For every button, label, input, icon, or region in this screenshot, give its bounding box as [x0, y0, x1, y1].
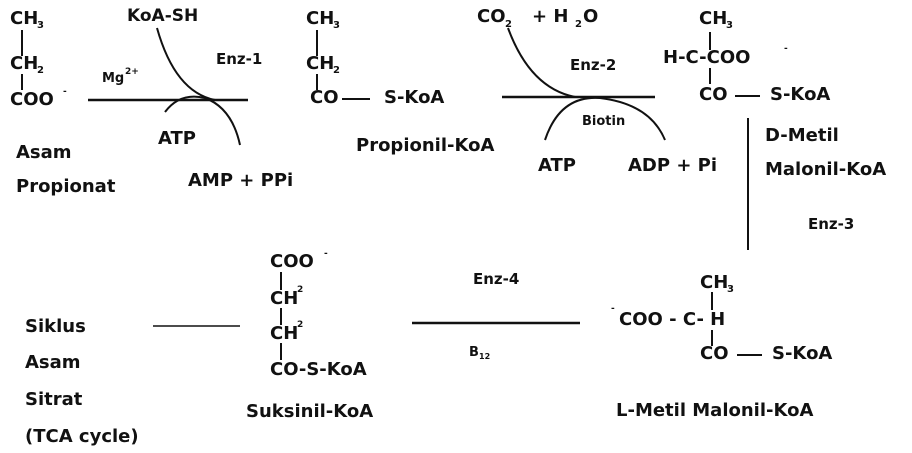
step4-cofactor: B	[469, 345, 479, 360]
step2-biotin: Biotin	[582, 114, 626, 129]
step2-products: ADP + Pi	[628, 155, 718, 176]
step1-koa-arc	[156, 27, 216, 101]
succinyl-co-skoa: CO-S-KoA	[270, 359, 367, 380]
step2-h2o-o: O	[583, 6, 599, 27]
step2-enzyme: Enz-2	[570, 56, 617, 74]
step1-mg-charge: 2+	[125, 67, 139, 77]
succinyl-ch2-b: CH	[270, 323, 299, 344]
succinyl-ch2-b-sup: 2	[297, 320, 304, 330]
propionyl-name: Propionil-KoA	[356, 135, 495, 156]
l-methyl-co: CO	[700, 343, 729, 364]
d-methyl-ch3-sub: 3	[726, 20, 733, 31]
succinyl-ch2-a-sup: 2	[297, 285, 304, 295]
d-methyl-h-c-coo: H-C-COO	[663, 47, 751, 68]
succinyl-coo: COO	[270, 251, 314, 272]
propionyl-ch2: CH	[306, 53, 335, 74]
propionyl-ch3-sub: 3	[333, 20, 340, 31]
step3-enzyme: Enz-3	[808, 215, 855, 233]
tca-line1: Siklus	[25, 316, 86, 337]
l-methyl-skoa: S-KoA	[772, 343, 833, 364]
succinyl-ch2-a: CH	[270, 288, 299, 309]
step1-enzyme: Enz-1	[216, 50, 263, 68]
d-methyl-skoa: S-KoA	[770, 84, 831, 105]
step1-atp-arc	[164, 95, 241, 146]
propionate-ch2: CH	[10, 53, 39, 74]
step2-atp: ATP	[538, 155, 577, 176]
step1-koa-sh: KoA-SH	[127, 6, 199, 26]
step2-co2-sub: 2	[505, 19, 512, 30]
propionate-coo: COO	[10, 89, 54, 110]
propionyl-ch2-sub: 2	[333, 65, 340, 76]
d-methyl-ch3: CH	[699, 8, 728, 29]
tca-line2: Asam	[25, 352, 81, 373]
propionyl-ch3: CH	[306, 8, 335, 29]
l-methyl-ch3: CH	[700, 272, 729, 293]
l-methyl-ch3-sub: 3	[727, 284, 734, 295]
succinyl-coo-charge: -	[324, 249, 328, 259]
propionyl-skoa: S-KoA	[384, 87, 445, 108]
l-methyl-coo-c-h: COO - C- H	[619, 309, 726, 330]
l-methyl-charge: -	[611, 304, 615, 314]
propionate-name-line2: Propionat	[16, 176, 116, 197]
step2-co2: CO	[477, 6, 506, 27]
step4-cofactor-sub: 12	[479, 352, 491, 361]
tca-line3: Sitrat	[25, 389, 83, 410]
step2-plus-h: + H	[532, 6, 569, 27]
step1-atp: ATP	[158, 128, 197, 149]
step4-enzyme: Enz-4	[473, 270, 520, 288]
propionate-ch3-sub: 3	[37, 20, 44, 31]
d-methyl-name-line1: D-Metil	[765, 125, 839, 146]
d-methyl-co: CO	[699, 84, 728, 105]
l-methyl-name: L-Metil Malonil-KoA	[616, 400, 814, 421]
d-methyl-charge: -	[784, 44, 788, 54]
propionate-coo-charge: -	[63, 87, 67, 97]
succinyl-name: Suksinil-KoA	[246, 401, 374, 422]
propionyl-co: CO	[310, 87, 339, 108]
step2-co2-arc	[507, 27, 576, 98]
tca-line4: (TCA cycle)	[25, 426, 139, 447]
step2-h2o-sub: 2	[575, 19, 582, 30]
step1-mg: Mg	[102, 71, 125, 86]
propionate-name-line1: Asam	[16, 142, 72, 163]
d-methyl-name-line2: Malonil-KoA	[765, 159, 887, 180]
step1-products: AMP + PPi	[188, 170, 294, 191]
propionate-ch3: CH	[10, 8, 39, 29]
propionate-ch2-sub: 2	[37, 65, 44, 76]
step2-atp-arc	[544, 96, 666, 141]
